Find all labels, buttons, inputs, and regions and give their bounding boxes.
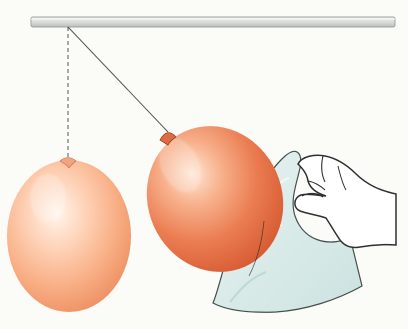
support-rod [31, 17, 395, 27]
